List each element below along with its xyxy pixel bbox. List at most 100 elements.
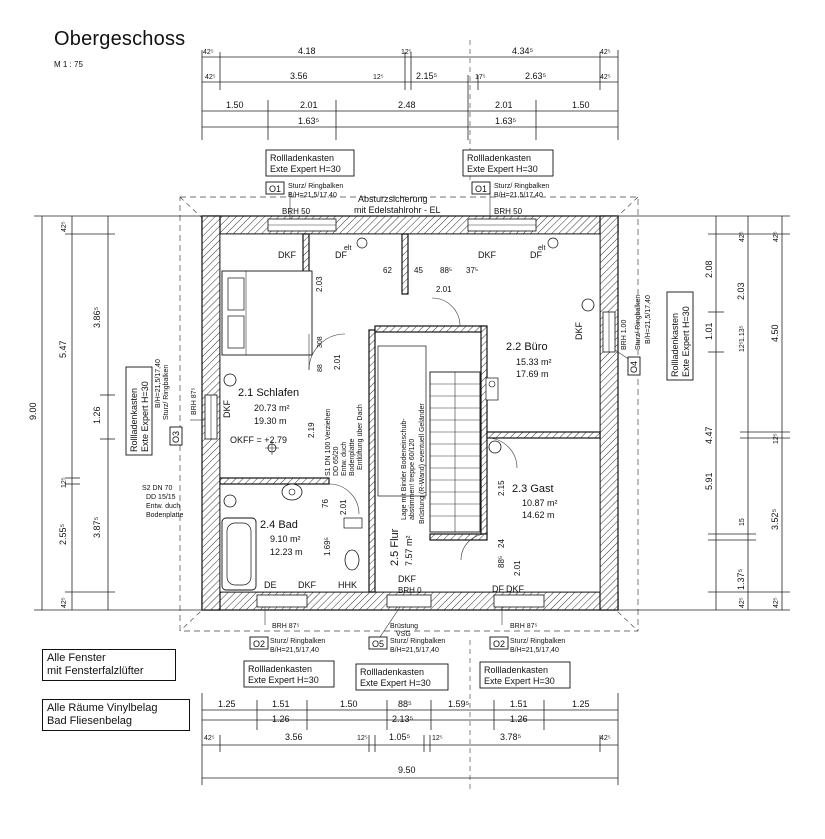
symbols — [223, 237, 595, 508]
room-name: 2.2 Büro — [506, 341, 548, 353]
rollladen-label: Rollladenkasten — [129, 388, 139, 452]
dim-text: 3.78⁵ — [500, 732, 522, 742]
dim-text: 1.51 — [272, 699, 290, 709]
dim-text: 12⁵ — [373, 74, 384, 81]
dim-text: 1.50 — [572, 100, 590, 110]
dim-text: 1.63⁵ — [495, 116, 517, 126]
note-line: Bad Fliesenbelag — [47, 715, 133, 727]
elt-label: elt — [538, 245, 545, 252]
rollladen-box-north-right — [462, 149, 554, 177]
window-tag-box — [368, 636, 388, 650]
room-name: 2.5 Flur — [389, 528, 401, 566]
dim-text: 2.01 — [339, 499, 348, 515]
pipe-note: Entw. duch — [341, 442, 348, 476]
room-area: 20.73 m² — [254, 403, 290, 413]
dim-text: 1.26 — [510, 714, 528, 724]
dim-text: 1.25 — [218, 699, 236, 709]
dim-text: 42⁵ — [739, 597, 746, 608]
pipe-note: Bodenplatte — [146, 512, 183, 519]
window-note: B/H=21,5/17,40 — [494, 192, 543, 199]
dim-text: 2.03 — [736, 282, 746, 300]
dim-text: 42⁵ — [773, 597, 780, 608]
window-note: B/H=21,5/17,40 — [270, 647, 319, 654]
dim-text: 2.13⁵ — [392, 714, 414, 724]
rollladen-type: Exte Expert H=30 — [270, 164, 341, 174]
window-note: BRH 87⁵ — [510, 623, 538, 630]
dim-total: 9.50 — [398, 765, 416, 775]
dims-bottom — [201, 640, 619, 790]
attic-hatch — [377, 345, 427, 497]
room-area: 10.87 m² — [522, 498, 558, 508]
dims-left — [34, 215, 210, 611]
dim-text: 1.13⁵ — [739, 325, 746, 342]
bathtub — [221, 517, 257, 591]
pipe-note: Entlüftung über Dach — [357, 404, 364, 470]
pipe-note: Entw. duch — [146, 503, 180, 510]
dim-text: 4.47 — [704, 426, 714, 444]
window-note: Sturz/ Ringbalken — [390, 638, 445, 645]
dim-text: 88 — [317, 364, 324, 372]
window-type: DKF — [398, 574, 417, 584]
window-tag-o1: O1 — [269, 184, 281, 194]
dim-text: 42⁵ — [61, 597, 68, 608]
rollladen-label: Rollladenkasten — [248, 664, 312, 674]
dim-text: 2.15 — [497, 480, 506, 496]
page-title: Obergeschoss — [54, 28, 186, 50]
rollladen-label: Rollladenkasten — [467, 153, 531, 163]
room-name: 2.1 Schlafen — [238, 387, 299, 399]
dim-text: 17⁵ — [475, 74, 486, 81]
dim-text: 4.18 — [298, 46, 316, 56]
rollladen-type: Exte Expert H=30 — [140, 381, 150, 452]
dim-text: 15 — [739, 518, 746, 526]
window-note: Sturz/ Ringbalken — [270, 638, 325, 645]
window-note: BRH 87⁵ — [191, 387, 198, 415]
note-line: mit Fensterfalzlüfter — [47, 665, 144, 677]
dim-text: 2.03 — [315, 276, 324, 292]
rollladen-type: Exte Expert H=30 — [484, 676, 555, 686]
window-note: BRH 87⁵ — [272, 623, 300, 630]
window-type: DF — [492, 584, 504, 594]
stair-note: abstimmen! treppe 60/120 — [409, 439, 416, 520]
window-tag-box — [489, 636, 509, 650]
dim-text: 88⁵ — [398, 699, 412, 709]
window-note: B/H=21,5/17,40 — [510, 647, 559, 654]
window-type: DKF — [278, 250, 297, 260]
room-perimeter: 14.62 m — [522, 510, 555, 520]
window-tag-o3: O3 — [171, 431, 181, 443]
window-note: B/H=21,5/17,40 — [155, 359, 162, 408]
window-type: DKF — [222, 399, 232, 418]
window-note: B/H=21,5/17,40 — [645, 295, 652, 344]
room-perimeter: 12.23 m — [270, 547, 303, 557]
dim-text: 1.26 — [92, 406, 102, 424]
dim-text: 42⁵ — [205, 74, 216, 81]
rollladen-type: Exte Expert H=30 — [360, 678, 431, 688]
scale-label: M 1 : 75 — [54, 60, 83, 69]
window-tag-o2: O2 — [253, 639, 265, 649]
rollladen-box-south-mid — [355, 663, 449, 691]
window-note: BRH 50 — [494, 207, 523, 216]
window-note: VSG — [396, 631, 411, 638]
window-tag-box — [471, 181, 491, 195]
hhk-label: HHK — [338, 580, 357, 590]
dim-text: 42⁵ — [739, 231, 746, 242]
stair-note: Brüstung (R-Wand) eventuell Geländer — [419, 403, 426, 524]
rollladen-box-south-right — [479, 661, 571, 689]
rollladen-box-east — [666, 291, 694, 381]
window-note: BRH 0 — [398, 586, 422, 595]
absturz-label: mit Edelstahlrohr - EL — [354, 205, 441, 215]
room-area: 9.10 m² — [270, 534, 301, 544]
dim-text: 2.55⁵ — [58, 523, 68, 545]
roof-outline — [179, 196, 639, 632]
rollladen-type: Exte Expert H=30 — [248, 675, 319, 685]
window-tag-o5: O5 — [372, 639, 384, 649]
dims-right — [610, 215, 790, 611]
dim-text: 42⁵ — [61, 221, 68, 232]
window-note: Sturz/ Ringbalken — [635, 295, 642, 350]
dim-text: 12⁵ — [61, 477, 68, 488]
dim-text: 2.01 — [436, 285, 452, 294]
note-belag: Alle Räume Vinylbelag Bad Fliesenbelag — [42, 699, 190, 731]
dim-text: 88⁵ — [497, 556, 506, 568]
rollladen-label: Rollladenkasten — [670, 313, 680, 377]
dim-text: 1.69⁵ — [323, 537, 332, 556]
staircase — [429, 371, 499, 533]
